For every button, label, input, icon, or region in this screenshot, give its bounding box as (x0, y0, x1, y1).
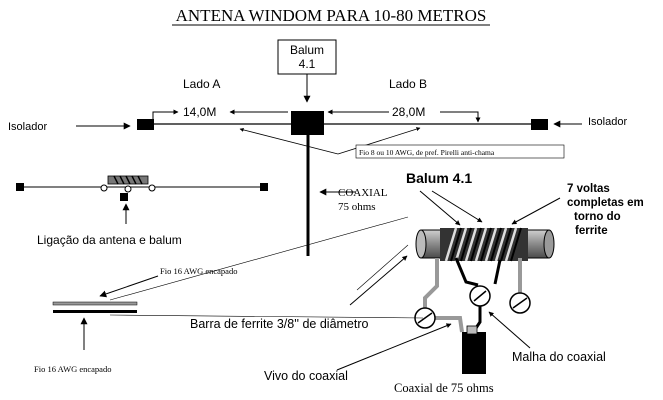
side-b-length: 28,0M (392, 105, 425, 119)
coax-cable-icon (462, 332, 486, 374)
side-b-right-arrow-icon (440, 111, 481, 123)
coax-center-arrow-icon (336, 323, 452, 371)
balum-box-line2: 4.1 (299, 57, 316, 71)
side-a-left-arrow-icon (152, 109, 179, 124)
ferrite-bar-label: Barra de ferrite 3/8'' de diâmetro (190, 317, 369, 331)
side-a-length: 14,0M (183, 105, 216, 119)
page-title: ANTENA WINDOM PARA 10-80 METROS (176, 6, 487, 25)
wire-note: Fio 8 ou 10 AWG, de pref. Pirelli anti-c… (359, 148, 495, 157)
coax-label-line2: 75 ohms (338, 201, 376, 213)
wire-note-box (355, 144, 565, 159)
turns-note-arrow-icon (511, 197, 561, 225)
wire-note-arrow-a-icon (239, 127, 339, 155)
screw-terminal-center-icon (469, 285, 491, 307)
connection-insulator-right-icon (260, 183, 268, 191)
turns-note-line1: 7 voltas (567, 183, 610, 195)
side-a-label: Lado A (183, 77, 220, 91)
wire-black (53, 310, 137, 313)
insulator-left-label: Isolador (8, 121, 47, 133)
ferrite-bar-arrow-icon (349, 255, 408, 306)
winding-icon (440, 227, 528, 262)
lead-center (493, 259, 502, 285)
detail-title-arrow-b-icon (431, 190, 483, 223)
guide-line-lower (109, 314, 424, 319)
ferrite-guide-line-a (356, 244, 409, 291)
wire-note-arrow-b-icon (337, 127, 421, 155)
insulator-right-icon (531, 119, 548, 130)
coax-cable-label: Coaxial de 75 ohms (394, 381, 494, 395)
turns-note-line4: ferrite (575, 225, 608, 237)
screw-terminal-right-icon (509, 292, 531, 314)
insulator-left-icon (137, 119, 154, 130)
wire-gray (52, 301, 138, 306)
turns-note-line3: torno do (574, 211, 621, 223)
coax-shield-arrow-icon (488, 311, 531, 349)
lead-center-dark (454, 257, 479, 287)
turns-note-line2: completas em (567, 197, 644, 209)
coax-shield-label: Malha do coaxial (512, 350, 606, 364)
guide-line-upper (109, 216, 409, 301)
connection-caption: Ligação da antena e balum (37, 233, 182, 247)
connection-insulator-left-icon (16, 183, 24, 191)
balun-block-icon (291, 111, 324, 135)
lead-to-coax-center (427, 316, 464, 333)
insulator-right-label: Isolador (588, 116, 627, 128)
lead-left (423, 258, 439, 311)
wire-top-arrow-icon (99, 275, 159, 298)
coax-label-line1: COAXIAL (338, 187, 388, 199)
side-b-label: Lado B (389, 77, 427, 91)
connection-balun-icon (100, 175, 156, 201)
detail-title-arrow-a-icon (419, 190, 461, 226)
balum-box-line1: Balum (290, 43, 324, 57)
coax-dielectric-icon (466, 325, 478, 335)
detail-title: Balum 4.1 (406, 170, 472, 186)
wire-top-label: Fio 16 AWG encapado (160, 266, 237, 276)
coax-center-label: Vivo do coaxial (264, 369, 348, 383)
wire-bottom-label: Fio 16 AWG encapado (34, 364, 111, 374)
